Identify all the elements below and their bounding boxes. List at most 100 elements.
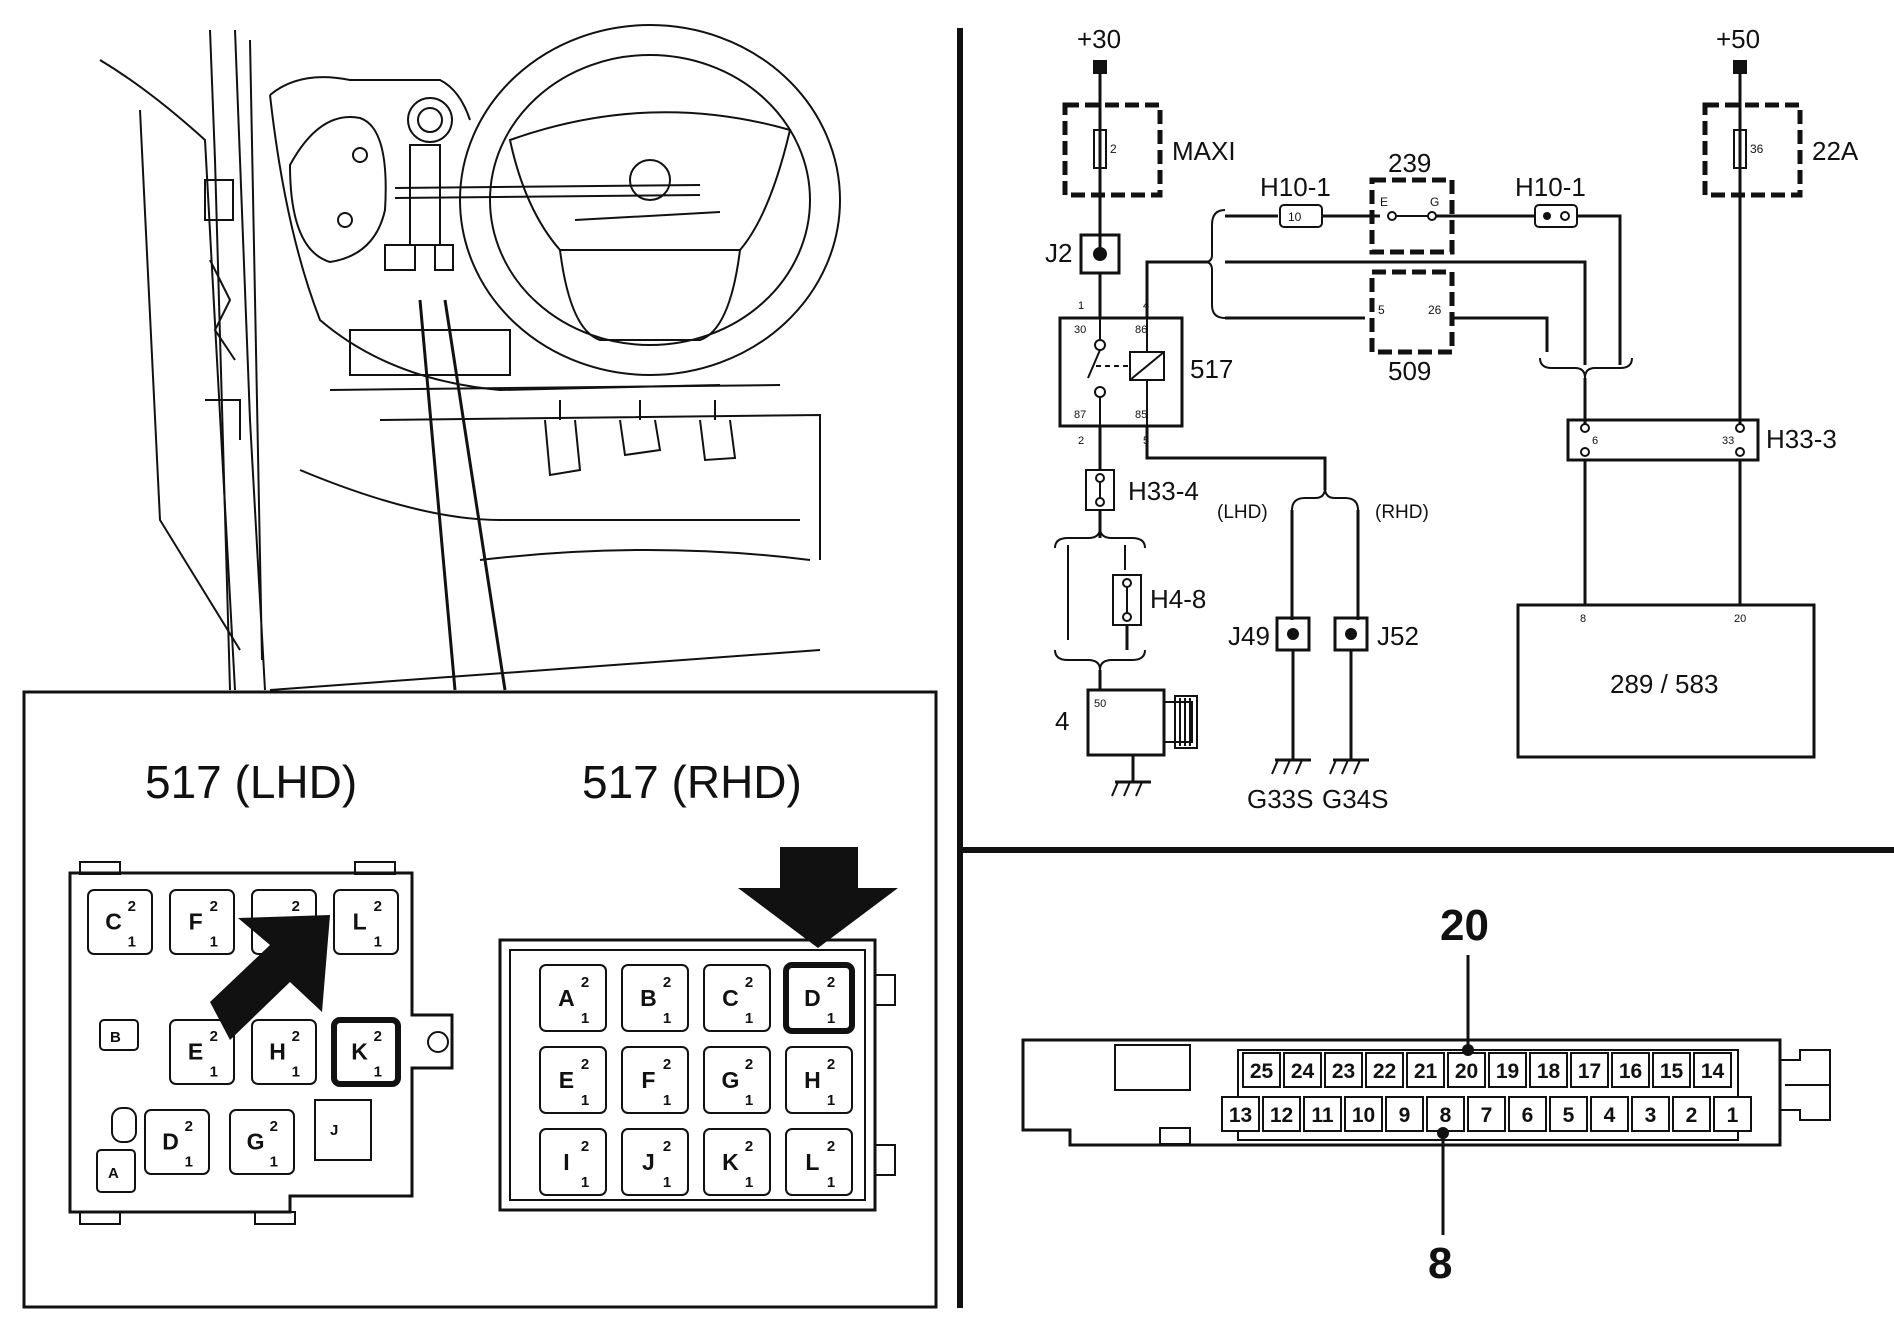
connector-pin-1: 1 [1713,1096,1752,1132]
svg-text:14: 14 [1701,1060,1725,1083]
dashboard-illustration [99,24,841,691]
relay-contact-2: 2 [1078,435,1084,447]
rhd-relay-slot-k: K21 [703,1128,771,1196]
maxi-fuse-box [1062,102,1163,198]
svg-text:1: 1 [663,1092,671,1109]
starter-pin-50: 50 [1094,698,1106,710]
lhd-relay-slot-l: L21 [333,889,399,955]
svg-text:2: 2 [581,1138,589,1155]
relay-pin-85: 85 [1135,409,1147,421]
lhd-relay-slot-d: D21 [144,1109,210,1175]
svg-text:2: 2 [663,1056,671,1073]
connector-pin-18: 18 [1529,1052,1568,1088]
module-239-box [1369,177,1455,255]
j52-label: J52 [1377,621,1419,651]
svg-text:2: 2 [1686,1104,1698,1127]
svg-text:1: 1 [292,1063,300,1080]
svg-text:1: 1 [210,1063,218,1080]
svg-text:12: 12 [1270,1104,1293,1127]
ground-g33s-label: G33S [1247,784,1314,814]
module-239-label: 239 [1388,148,1431,178]
svg-text:C: C [105,909,122,935]
svg-text:8: 8 [1440,1104,1452,1127]
module-239-pin-g: G [1430,195,1439,209]
lhd-relay-slot-f: F21 [169,889,235,955]
rhd-relay-slot-b: B21 [621,964,689,1032]
connector-pin-8: 8 [1426,1096,1465,1132]
rhd-relay-slot-l: L21 [785,1128,853,1196]
h4-8-label: H4-8 [1150,584,1206,614]
fuse-22a-number: 36 [1750,142,1764,156]
svg-text:1: 1 [581,1092,589,1109]
relay-pin-86: 86 [1135,324,1147,336]
connector-pin-3: 3 [1631,1096,1670,1132]
svg-text:B: B [640,985,657,1011]
fuse-22a-label: 22A [1812,136,1859,166]
svg-text:1: 1 [581,1010,589,1027]
module-509-pin-5: 5 [1378,303,1385,317]
svg-text:25: 25 [1250,1060,1274,1083]
svg-text:K: K [722,1149,739,1175]
svg-text:1: 1 [827,1092,835,1109]
h33-3-label: H33-3 [1766,424,1837,454]
svg-text:2: 2 [745,974,753,991]
h10-1-right-label: H10-1 [1515,172,1586,202]
lhd-relay-slot-c: C2 1 [87,889,153,955]
svg-text:H: H [804,1067,821,1093]
svg-text:1: 1 [1727,1104,1739,1127]
svg-text:2: 2 [663,1138,671,1155]
connector-pin-10: 10 [1344,1096,1383,1132]
svg-text:10: 10 [1352,1104,1375,1127]
svg-text:2: 2 [128,898,136,915]
svg-text:23: 23 [1332,1060,1355,1083]
connector-pin-9: 9 [1385,1096,1424,1132]
svg-text:2: 2 [827,1138,835,1155]
svg-text:16: 16 [1619,1060,1642,1083]
svg-text:I: I [563,1149,569,1175]
svg-text:7: 7 [1481,1104,1493,1127]
svg-text:2: 2 [292,898,300,915]
svg-text:A: A [558,985,575,1011]
rhd-relay-slot-j: J21 [621,1128,689,1196]
relay-location-inset: 517 (LHD) 517 (RHD) C21F2121L21E21H21K21… [22,690,938,1309]
h10-1-left-pin: 10 [1288,210,1302,224]
h10-1-left-label: H10-1 [1260,172,1331,202]
svg-text:2: 2 [663,974,671,991]
rhd-relay-slot-e: E21 [539,1046,607,1114]
svg-text:9: 9 [1399,1104,1411,1127]
svg-text:2: 2 [374,1028,382,1045]
svg-text:H: H [269,1039,286,1065]
ground-g33s-icon [1271,758,1311,775]
rhd-relay-slot-g: G21 [703,1046,771,1114]
connector-pin-13: 13 [1221,1096,1260,1132]
connector-pin-5: 5 [1549,1096,1588,1132]
svg-text:1: 1 [827,1174,835,1191]
lhd-relay-slot-h: H21 [251,1019,317,1085]
svg-text:2: 2 [210,1028,218,1045]
relay-517-label: 517 [1190,354,1233,384]
connector-pin-7: 7 [1467,1096,1506,1132]
svg-text:1: 1 [827,1010,835,1027]
j2-label: J2 [1045,238,1072,268]
connector-pin-6: 6 [1508,1096,1547,1132]
starter-ground-icon [1111,780,1151,797]
svg-text:11: 11 [1311,1104,1334,1127]
lhd-slot-a: A [108,1165,119,1182]
svg-text:1: 1 [185,1153,193,1170]
connector-pin-24: 24 [1283,1052,1322,1088]
relay-contact-1: 1 [1078,300,1084,312]
lhd-slot-j: J [330,1122,338,1139]
svg-text:1: 1 [128,933,136,950]
connector-pin-11: 11 [1303,1096,1342,1132]
svg-text:2: 2 [581,974,589,991]
connector-pin-12: 12 [1262,1096,1301,1132]
ground-g34s-icon [1329,758,1369,775]
module-509-box [1369,269,1455,355]
rhd-relay-slot-h: H21 [785,1046,853,1114]
circuit-schematic: +30 2 MAXI J2 1 4 30 86 87 85 2 5 [1045,24,1859,814]
j49-label: J49 [1228,621,1270,651]
svg-text:2: 2 [745,1138,753,1155]
svg-text:24: 24 [1291,1060,1315,1083]
supply-plus30-label: +30 [1077,24,1121,54]
